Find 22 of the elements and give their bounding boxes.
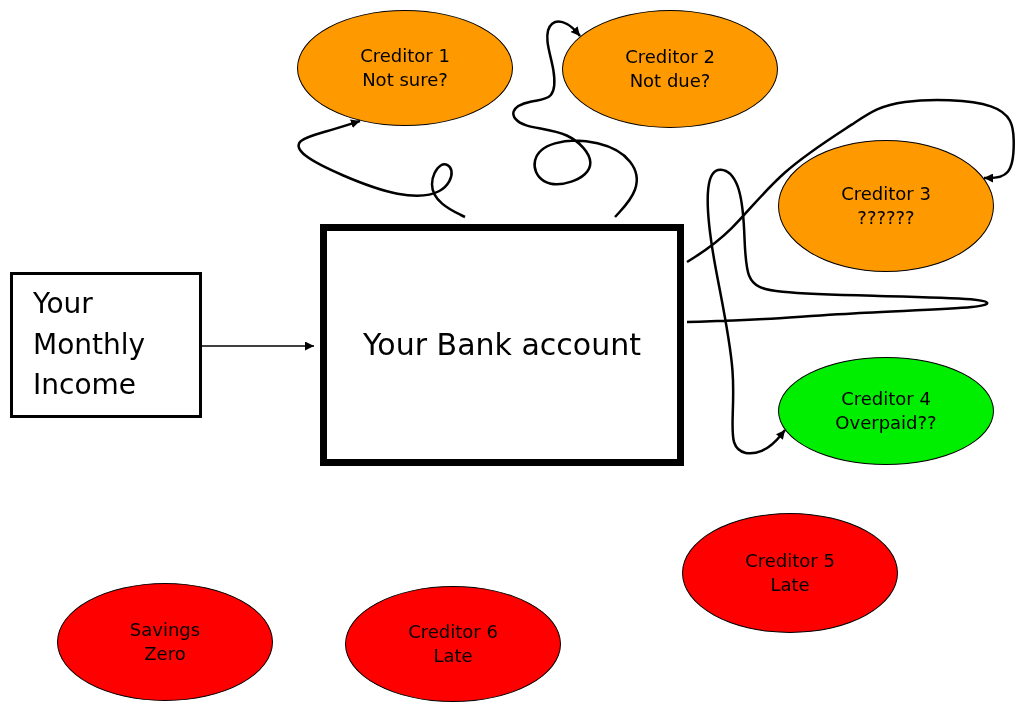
arrow bbox=[201, 341, 315, 351]
node-text: Late bbox=[770, 573, 810, 597]
node-text: Not due? bbox=[629, 69, 711, 93]
node-text: Your Monthly Income bbox=[33, 286, 147, 404]
node-text: Creditor 6 bbox=[408, 619, 498, 644]
node-text: Creditor 1 bbox=[360, 43, 450, 68]
squiggly-arrow bbox=[297, 119, 466, 219]
node-text: Creditor 3 bbox=[841, 181, 931, 206]
node-text: Savings bbox=[129, 617, 201, 642]
node-text: ?????? bbox=[857, 206, 915, 230]
node-text: Overpaid?? bbox=[835, 411, 937, 435]
node-text: Not sure? bbox=[362, 68, 448, 92]
node-text: Late bbox=[433, 644, 473, 668]
node-text: Your Bank account bbox=[363, 325, 641, 364]
squiggly-arrow bbox=[512, 20, 638, 218]
account-box bbox=[320, 224, 684, 466]
node-text: Creditor 4 bbox=[841, 386, 931, 411]
income-box bbox=[10, 272, 202, 418]
node-text: Creditor 2 bbox=[625, 44, 715, 69]
node-text: Creditor 5 bbox=[745, 548, 835, 573]
squiggly-arrow bbox=[686, 98, 1015, 264]
node-text: Zero bbox=[144, 642, 186, 666]
